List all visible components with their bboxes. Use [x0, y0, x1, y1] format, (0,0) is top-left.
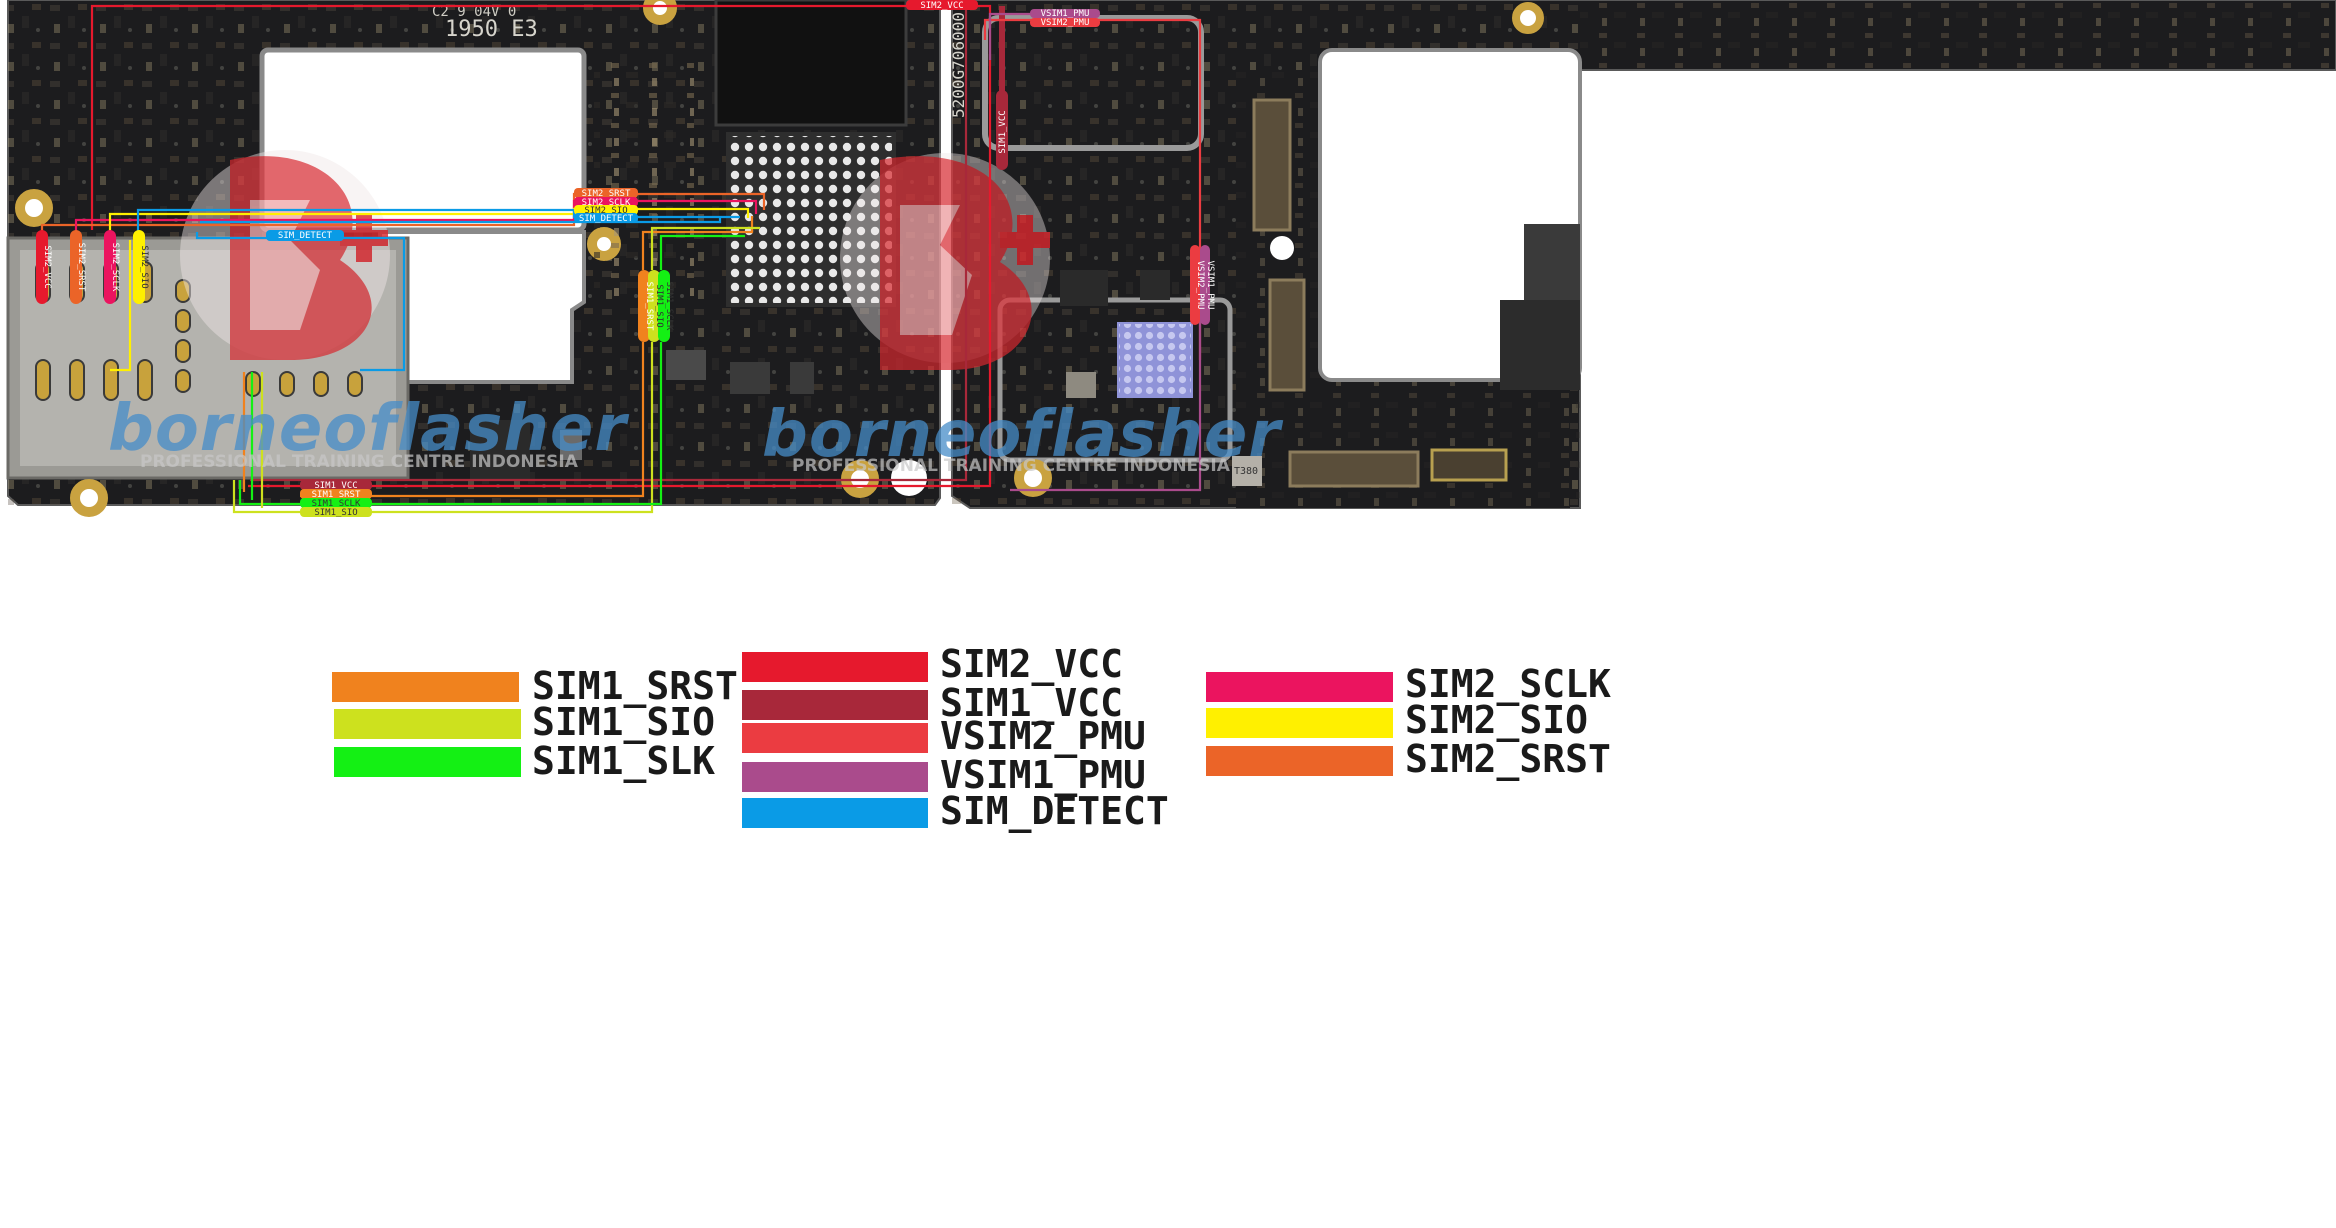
- legend-swatch-sim1-vcc: [742, 690, 928, 720]
- legend-swatch-sim2-sclk: [1206, 672, 1393, 702]
- watermark-logo-left: [180, 150, 390, 360]
- legend-label-sim1-slk: SIM1_SLK: [532, 739, 716, 783]
- label-sim1-vcc-vertical: SIM1_VCC: [998, 110, 1008, 153]
- legend-swatch-sim1-sio: [334, 709, 521, 739]
- label-card-sim2-vcc: SIM2_VCC: [42, 245, 52, 288]
- label-vsim2-pmu-vertical: VSIM2_PMU: [1195, 261, 1205, 310]
- label-sim1-vcc-bottom: SIM1_VCC: [314, 481, 357, 491]
- legend-swatch-sim2-sio: [1206, 708, 1393, 738]
- trace-label-pills: SIM2_SRST SIM2_SCLK SIM2_SIO SIM_DETECT …: [42, 0, 1215, 518]
- legend-label-sim1-vcc: SIM1_VCC: [940, 681, 1124, 725]
- legend-swatch-sim1-srst: [332, 672, 519, 702]
- watermark-tagline-right: PROFESSIONAL TRAINING CENTRE INDONESIA: [792, 456, 1230, 476]
- pcb-board-diagram: 1950 E3 C2 9 04V 0 T380 5200G7: [6, 0, 2336, 518]
- legend-swatch-sim2-srst: [1206, 746, 1393, 776]
- watermark-tagline-left: PROFESSIONAL TRAINING CENTRE INDONESIA: [140, 452, 578, 472]
- label-vsim2-pmu-top: VSIM2_PMU: [1041, 18, 1090, 28]
- watermark-name-right: borneoflasher: [762, 398, 1281, 472]
- legend-label-vsim2-pmu: VSIM2_PMU: [940, 714, 1146, 758]
- legend-label-sim2-sclk: SIM2_SCLK: [1405, 662, 1611, 706]
- card-pad-markers: [36, 90, 1210, 342]
- label-card-sim2-srst: SIM2_SRST: [76, 243, 86, 292]
- label-sim2-vcc-top: SIM2_VCC: [920, 1, 963, 11]
- label-sim1-srst-vertical: SIM1_SRST: [644, 282, 654, 331]
- legend-label-sim2-vcc: SIM2_VCC: [940, 642, 1124, 686]
- label-vsim1-pmu-top: VSIM1_PMU: [1041, 9, 1090, 19]
- label-sim2-sio: SIM2_SIO: [584, 206, 627, 216]
- board-right: T380 5200G706000: [949, 0, 2336, 509]
- legend-label-sim1-sio: SIM1_SIO: [532, 700, 716, 744]
- label-card-sim2-sio: SIM2_SIO: [139, 245, 149, 288]
- label-sim-detect-card: SIM_DETECT: [278, 231, 333, 241]
- label-sim2-sclk: SIM2_SCLK: [582, 198, 631, 208]
- legend-label-vsim1-pmu: VSIM1_PMU: [940, 753, 1146, 797]
- legend-swatch-vsim2-pmu: [742, 723, 928, 753]
- component-mark: T380: [1234, 466, 1258, 477]
- silkscreen-top: C2 9 04V 0: [432, 4, 516, 20]
- label-sim1-sclk-bottom: SIM1_SCLK: [312, 499, 361, 509]
- label-sim1-sio-bottom: SIM1_SIO: [314, 508, 357, 518]
- label-card-sim2-sclk: SIM2_SCLK: [110, 243, 120, 292]
- label-sim1-sio-vertical: SIM1_SIO: [654, 284, 664, 327]
- sim-traces: [40, 4, 1202, 514]
- legend-label-sim1-srst: SIM1_SRST: [532, 664, 738, 708]
- watermark-name-left: borneoflasher: [108, 392, 627, 466]
- silkscreen-id: 5200G706000: [949, 12, 968, 118]
- legend-swatch-sim1-slk: [334, 747, 521, 777]
- legend-swatch-vsim1-pmu: [742, 762, 928, 792]
- legend-label-sim2-sio: SIM2_SIO: [1405, 698, 1589, 742]
- label-sim1-srst-bottom: SIM1_SRST: [312, 490, 361, 500]
- label-sim-detect: SIM_DETECT: [579, 214, 634, 224]
- watermark-logo-right: [840, 153, 1050, 370]
- label-sim1-sclk-vertical: SIM1_SCLK: [664, 282, 674, 331]
- label-vsim1-pmu-vertical: VSIM1_PMU: [1205, 261, 1215, 310]
- label-sim2-srst: SIM2_SRST: [582, 189, 631, 199]
- legend-label-sim-detect: SIM_DETECT: [940, 789, 1169, 833]
- legend-swatch-sim-detect: [742, 798, 928, 828]
- silkscreen-code: 1950 E3: [445, 17, 538, 42]
- legend-label-sim2-srst: SIM2_SRST: [1405, 737, 1611, 781]
- legend-swatch-sim2-vcc: [742, 652, 928, 682]
- board-left: 1950 E3 C2 9 04V 0: [6, 0, 941, 517]
